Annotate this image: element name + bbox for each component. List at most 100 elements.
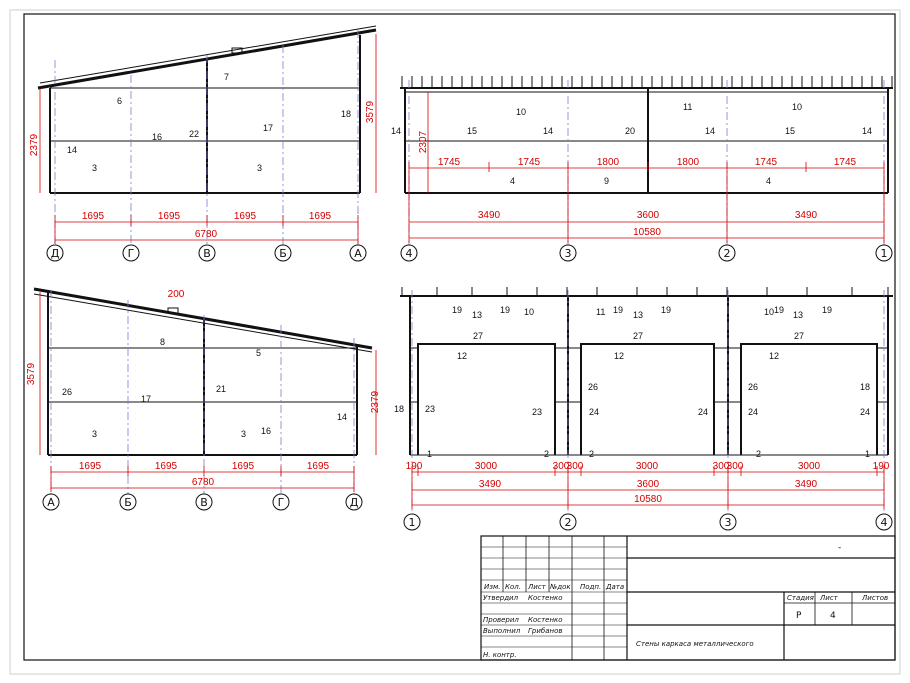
label-v4: 19 [452, 305, 462, 315]
label-v4: 10 [764, 307, 774, 317]
label-v4: 12 [457, 351, 467, 361]
label-v2: 9 [604, 176, 609, 186]
dim-v4-inner: 300 [727, 461, 744, 472]
label-v4: 11 [596, 307, 605, 317]
label-v4: 12 [769, 351, 779, 361]
dim-v4-inner: 3000 [798, 461, 821, 472]
title-block-text: Изм. Кол. Лист №док Подп. Дата Утвердил … [483, 543, 888, 659]
label-v2: 10 [792, 102, 802, 112]
dim-v3-total: 6780 [192, 477, 215, 488]
label-v2: 4 [510, 176, 515, 186]
label-v4: 2 [756, 449, 761, 459]
dim-v4-inner: 190 [406, 461, 423, 472]
dim-v2-inner: 1745 [755, 157, 778, 168]
label-v1: 7 [224, 72, 229, 82]
tb-role: Утвердил [483, 594, 519, 602]
axis-bubble: В [200, 496, 208, 509]
dim-v1-left: 2379 [29, 133, 40, 156]
label-v1: 16 [152, 132, 162, 142]
label-v4: 2 [544, 449, 549, 459]
dim-v2-left: 2307 [418, 130, 429, 153]
dim-v4-total: 10580 [634, 494, 662, 505]
tb-header-data: Дата [605, 583, 624, 591]
dim-v4-bay: 3600 [637, 479, 660, 490]
tb-name: Грибанов [528, 627, 562, 635]
dim-v4-inner: 300 [567, 461, 584, 472]
dim-v1-4: 1695 [309, 211, 332, 222]
tb-role: Выполнил [483, 627, 521, 635]
label-v4: 10 [524, 307, 534, 317]
axis-bubble: 1 [881, 247, 888, 260]
label-v4: 27 [473, 331, 483, 341]
dim-v2-inner: 1800 [677, 157, 700, 168]
label-v4: 27 [794, 331, 804, 341]
dim-v2-inner: 1800 [597, 157, 620, 168]
label-v4: 19 [774, 305, 784, 315]
label-v2: 11 [683, 102, 692, 112]
tb-header-kol: Кол. [505, 583, 521, 591]
dim-v3-top: 200 [168, 289, 185, 300]
drawing-frame [23, 13, 896, 661]
dim-v3-3: 1695 [232, 461, 255, 472]
label-v3: 3 [241, 429, 246, 439]
label-v2: 15 [785, 126, 795, 136]
label-v1: 3 [92, 163, 97, 173]
tb-sheet-value: 4 [830, 611, 836, 621]
tb-stage-value: Р [796, 611, 802, 621]
tb-sheet-title: Стены каркаса металлического [636, 640, 754, 648]
axis-bubble: 1 [409, 516, 416, 529]
axis-markers-v1: Д Г В Б А [46, 244, 367, 262]
axis-bubble: В [203, 247, 211, 260]
dim-v3-2: 1695 [155, 461, 178, 472]
tb-role: Н. контр. [483, 651, 517, 659]
label-v2: 15 [467, 126, 477, 136]
label-v3: 3 [92, 429, 97, 439]
dim-v1-right: 3579 [365, 100, 376, 123]
label-v2: 14 [543, 126, 553, 136]
openings [417, 343, 878, 455]
dim-v2-bay: 3490 [795, 210, 818, 221]
dim-v2-bay: 3600 [637, 210, 660, 221]
tb-header-podp: Подп. [580, 583, 601, 591]
label-v2: 14 [862, 126, 872, 136]
label-v3: 21 [216, 384, 226, 394]
label-v4: 24 [698, 407, 708, 417]
title-block [480, 535, 896, 661]
axis-markers-v3: А Б В Г Д [42, 493, 363, 511]
label-v4: 26 [588, 382, 598, 392]
label-v1: 14 [67, 145, 77, 155]
tb-header-list: Лист [527, 583, 547, 591]
tb-doc-code: - [838, 543, 841, 553]
tb-stage-label: Стадия [787, 594, 814, 602]
dim-v4-inner: 3000 [636, 461, 659, 472]
axis-bubble: Д [51, 247, 60, 260]
label-v2: 20 [625, 126, 635, 136]
dim-v3-right: 2379 [370, 390, 381, 413]
label-v1: 3 [257, 163, 262, 173]
axis-bubble: Г [278, 496, 285, 509]
label-v4: 24 [748, 407, 758, 417]
axis-bubble: 2 [565, 516, 572, 529]
dim-v2-inner: 1745 [518, 157, 541, 168]
dim-v1-2: 1695 [158, 211, 181, 222]
axis-bubble: 4 [406, 247, 413, 260]
dim-v1-1: 1695 [82, 211, 105, 222]
label-v4: 13 [472, 310, 482, 320]
axis-markers-v2: 4 3 2 1 [400, 244, 893, 262]
axis-bubble: 4 [881, 516, 888, 529]
label-v4: 1 [865, 449, 870, 459]
axis-markers-v4: 1 2 3 4 [403, 513, 893, 531]
axis-bubble: А [354, 247, 362, 260]
sheet-border [9, 9, 901, 675]
roof-corrugation [401, 76, 893, 88]
label-v4: 24 [589, 407, 599, 417]
label-v3: 16 [261, 426, 271, 436]
elevation-view-1: 1695 1695 1695 1695 6780 2379 3579 7 6 1… [29, 25, 377, 262]
dim-v2-total: 10580 [633, 227, 661, 238]
tb-header-izm: Изм. [484, 583, 500, 591]
label-v4: 13 [633, 310, 643, 320]
label-v3: 17 [141, 394, 151, 404]
tb-sheet-label: Лист [819, 594, 839, 602]
label-v4: 19 [613, 305, 623, 315]
